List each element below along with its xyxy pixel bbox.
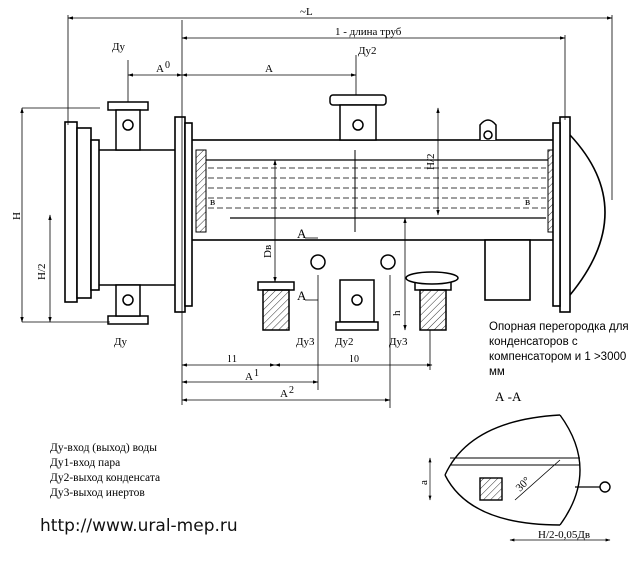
dim-a2-sup: 2 [289,385,294,396]
legend-item: Ду2-выход конденсата [50,472,161,484]
dim-l0: l [350,353,353,365]
section-view [428,414,611,542]
nozzle-du3-right: Ду3 [389,336,408,348]
dim-a: A [265,63,273,75]
dim-bottom: H/2-0,05Дв [538,529,590,541]
dim-overall-length: ~L [300,6,313,18]
dim-b-right: в [525,196,530,208]
dim-a-small: a [418,480,430,485]
legend-item: Ду1-вход пара [50,457,121,469]
dim-a0: A [156,63,164,75]
dim-l1-sup: 1 [232,354,237,365]
dim-l1: l [228,353,231,365]
dim-l0-sup: 0 [354,354,359,365]
dim-a1-sup: 1 [254,368,259,379]
dim-a2: A [280,388,288,400]
nozzle-du-bottom: Ду [114,336,128,348]
right-head [484,116,606,313]
dim-tube-length: 1 - длина труб [335,26,402,38]
support-baffle-note: Опорная перегородка для конденсаторов с … [489,321,629,378]
right-top-nozzle [479,119,497,140]
dim-h: H [11,212,23,220]
dim-a0-sup: 0 [165,60,170,71]
legend: Ду-вход (выход) воды Ду1-вход пара Ду2-в… [50,441,160,501]
top-nozzle [329,94,387,141]
left-flanges [64,116,193,313]
dim-dv: Dв [262,245,274,258]
nozzle-du-top: Ду [112,41,126,53]
legend-item: Ду-вход (выход) воды [50,442,157,454]
section-title: А -А [495,389,522,404]
nozzle-du2-bottom: Ду2 [335,336,354,348]
nozzle-du2-top: Ду2 [358,45,377,57]
dim-a1: A [245,371,253,383]
dim-b-left: в [210,196,215,208]
left-nozzle-bottom [107,284,149,325]
left-nozzle-top [107,101,149,151]
section-marker-upper: A [297,226,307,241]
legend-item: Ду3-выход инертов [50,487,145,499]
section-marker-lower: A [297,288,307,303]
dim-angle: 30° [514,475,533,494]
nozzle-du3-left: Ду3 [296,336,315,348]
dim-h-small: h [391,310,403,316]
bottom-supports [257,254,459,331]
shell-body [189,139,561,241]
dim-h-half-right: H/2 [425,154,437,171]
dimension-lines [20,15,613,408]
dim-h-half-left: H/2 [36,264,48,281]
website-link[interactable]: http://www.ural-mep.ru [40,516,238,536]
